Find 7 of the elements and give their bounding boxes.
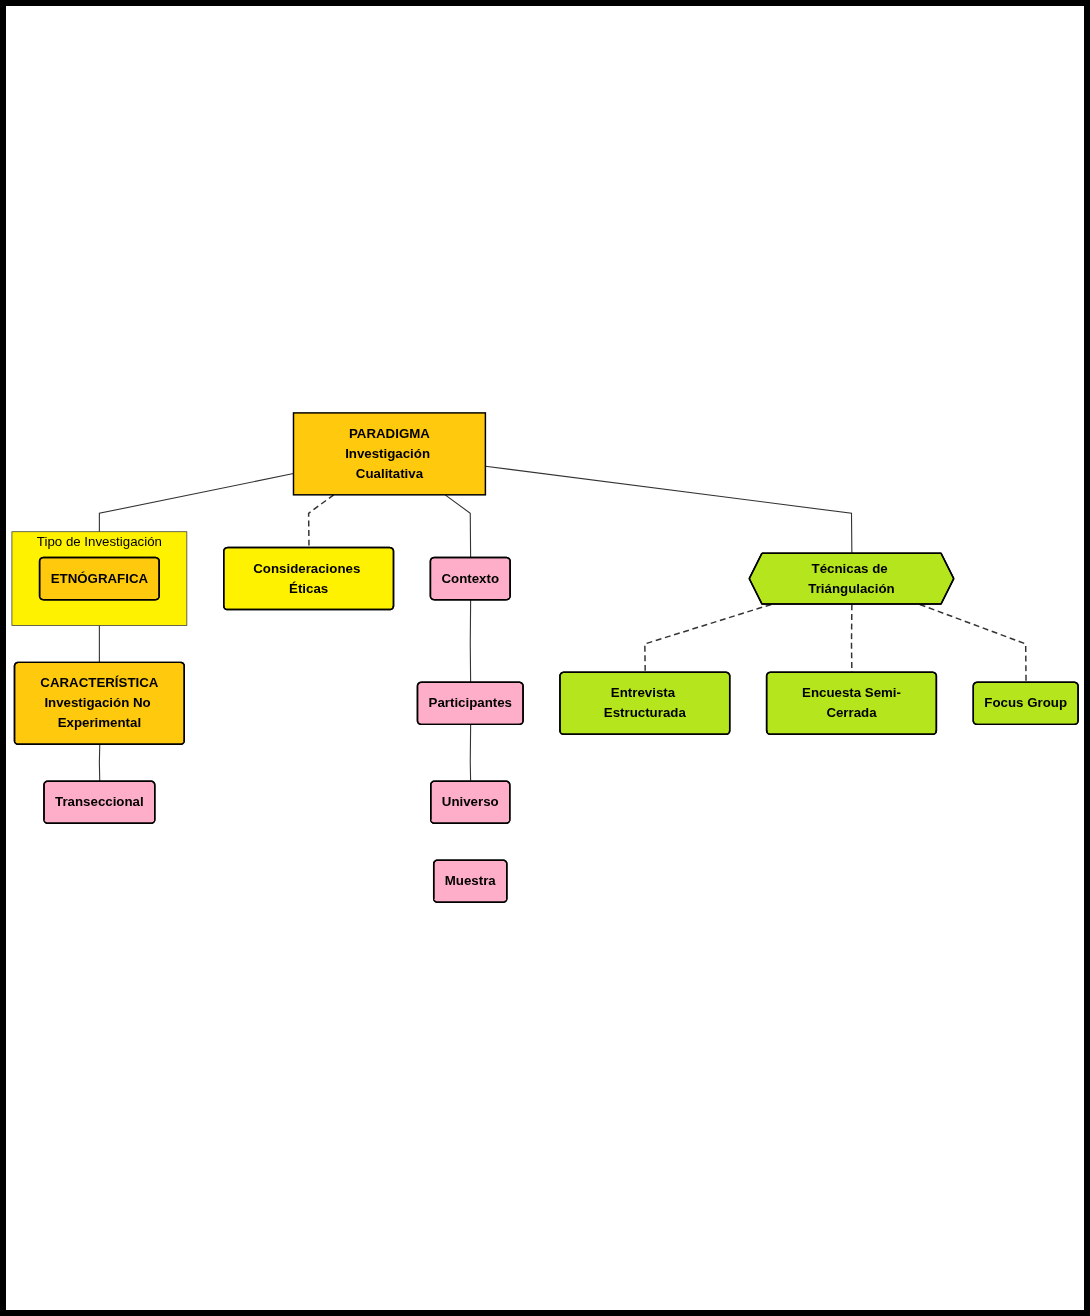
connector (919, 604, 1027, 684)
connector (444, 494, 472, 559)
connector (469, 724, 472, 783)
connector (98, 625, 100, 664)
connector (469, 599, 472, 684)
node-box: PARADIGMA Investigación Cualitativa (292, 412, 487, 496)
connector (98, 744, 101, 783)
